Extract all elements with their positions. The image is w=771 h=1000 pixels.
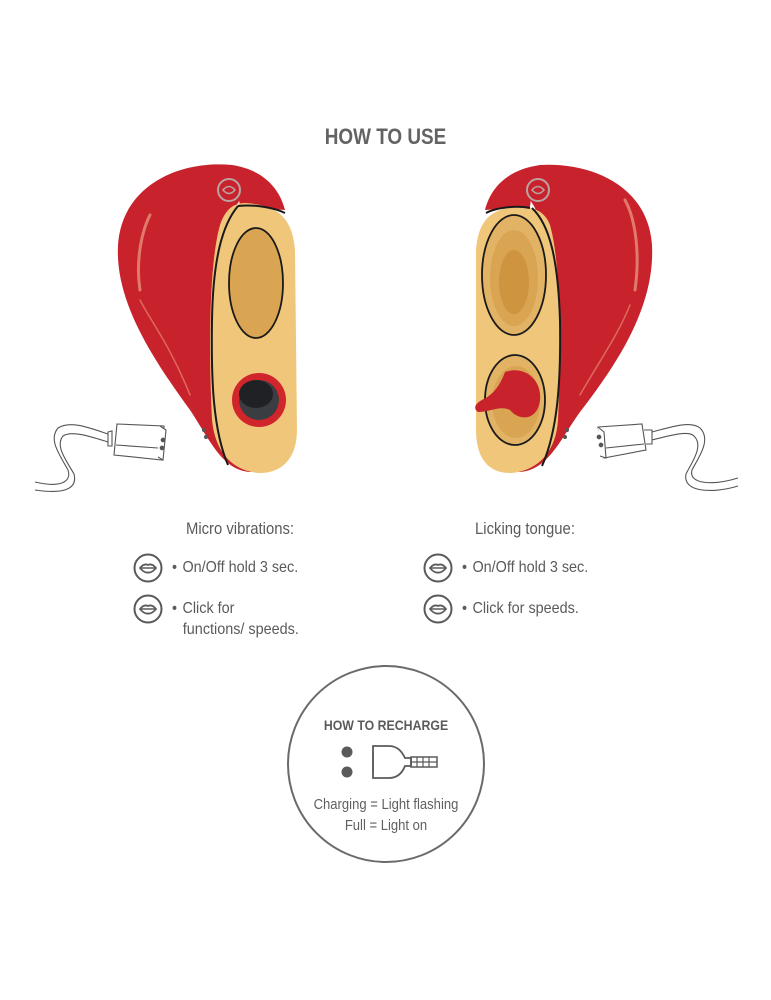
right-instruction-onoff: •On/Off hold 3 sec.	[423, 553, 602, 583]
lips-button-icon	[423, 553, 453, 583]
left-instruction-click: •Click for functions/ speeds.	[133, 594, 313, 640]
left-instruction-onoff: •On/Off hold 3 sec.	[133, 553, 312, 583]
left-charging-cable	[34, 423, 167, 492]
recharge-full-status: Full = Light on	[344, 818, 428, 834]
right-charging-cable	[596, 423, 739, 491]
page-title: HOW TO USE	[324, 124, 447, 149]
left-click-text-line2: functions/ speeds.	[182, 621, 299, 638]
left-onoff-text: On/Off hold 3 sec.	[182, 559, 299, 576]
device-illustrations	[34, 164, 739, 492]
bullet: •	[172, 559, 178, 576]
lips-button-icon	[133, 553, 163, 583]
recharge-charging-status: Charging = Light flashing	[313, 797, 459, 813]
recharge-info-circle: HOW TO RECHARGE Charging = Light flashin…	[287, 665, 485, 863]
right-click-text: Click for speeds.	[472, 600, 579, 617]
bullet: •	[462, 559, 468, 576]
right-device-illustration	[475, 164, 653, 474]
lips-button-icon	[133, 594, 163, 624]
recharge-title: HOW TO RECHARGE	[323, 717, 449, 733]
left-click-text-line1: Click for	[182, 600, 235, 617]
left-device-illustration	[117, 164, 297, 474]
right-onoff-text: On/Off hold 3 sec.	[472, 559, 589, 576]
left-panel-heading: Micro vibrations:	[185, 520, 295, 538]
right-instruction-click: •Click for speeds.	[423, 594, 592, 624]
right-panel-heading: Licking tongue:	[475, 520, 575, 538]
bullet: •	[172, 600, 178, 617]
magnetic-charger-icon	[341, 745, 438, 779]
bullet: •	[462, 600, 468, 617]
lips-button-icon	[423, 594, 453, 624]
